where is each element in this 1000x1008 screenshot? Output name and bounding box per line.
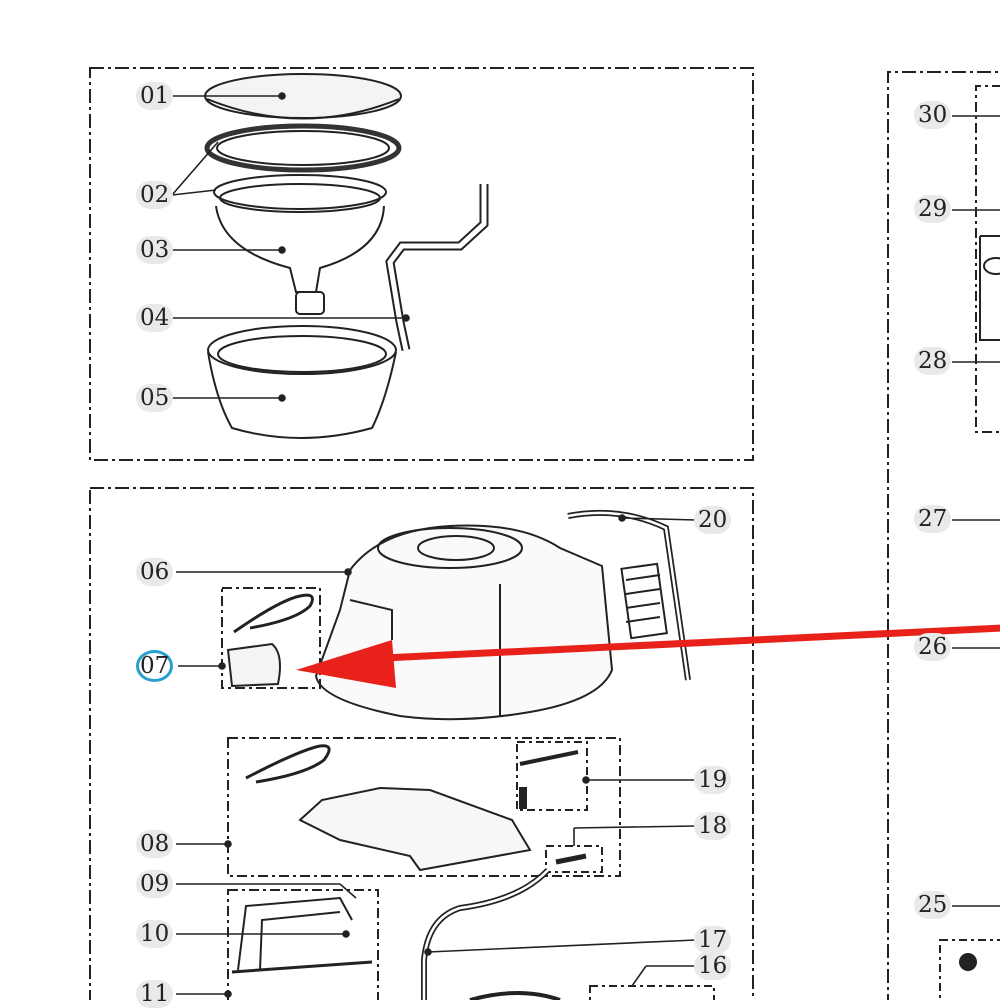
part-18-box	[545, 845, 603, 873]
middle-left-panel	[89, 487, 754, 1000]
callout-06: 06	[136, 558, 174, 586]
callout-01: 01	[136, 82, 174, 110]
callout-08: 08	[136, 830, 174, 858]
callout-27: 27	[914, 505, 952, 533]
callout-03: 03	[136, 236, 174, 264]
part-08-box	[227, 737, 621, 877]
top-left-panel	[89, 67, 754, 461]
callout-28: 28	[914, 347, 952, 375]
right-panel	[887, 71, 1000, 1000]
callout-07-highlighted: 07	[136, 650, 174, 682]
right-inner-panel	[975, 85, 1000, 433]
base-bowl-part	[207, 351, 397, 439]
seal-ring-part	[204, 123, 402, 173]
part-19-box	[516, 741, 588, 811]
hose-part	[421, 867, 551, 1000]
callout-10: 10	[136, 920, 174, 948]
funnel-part	[215, 205, 385, 293]
callout-30: 30	[914, 101, 952, 129]
callout-02: 02	[136, 181, 174, 209]
drain-pipe-part	[385, 184, 489, 351]
callout-20: 20	[694, 506, 732, 534]
callout-26: 26	[914, 633, 952, 661]
callout-19: 19	[694, 766, 732, 794]
callout-09: 09	[136, 870, 174, 898]
callout-18: 18	[694, 812, 732, 840]
main-housing-part	[314, 524, 614, 721]
callout-16: 16	[694, 952, 732, 980]
callout-05: 05	[136, 384, 174, 412]
part-07-box	[221, 587, 321, 689]
callout-17: 17	[694, 926, 732, 954]
callout-04: 04	[136, 304, 174, 332]
callout-11: 11	[136, 980, 174, 1008]
callout-29: 29	[914, 195, 952, 223]
frame-part	[298, 786, 532, 872]
callout-25: 25	[914, 891, 952, 919]
red-arrow	[296, 624, 1000, 688]
latch-part	[226, 642, 281, 688]
